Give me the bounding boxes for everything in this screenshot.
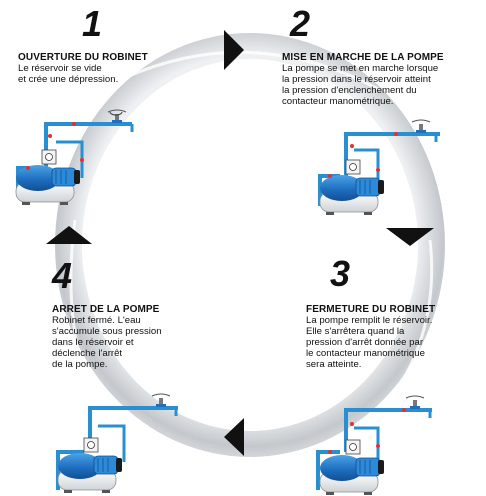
step-4-title: ARRET DE LA POMPE — [52, 304, 160, 315]
step-3-description: La pompe remplit le réservoir. Elle s'ar… — [306, 315, 433, 370]
step-1-title: OUVERTURE DU ROBINET — [18, 52, 148, 63]
installation-3 — [316, 395, 432, 496]
installation-4 — [56, 393, 178, 494]
arrow-down-right-icon — [386, 228, 434, 246]
installation-2 — [318, 119, 440, 216]
step-1-description: Le réservoir se vide et crée une dépress… — [18, 63, 119, 85]
arrow-left-bottom-icon — [224, 418, 244, 456]
arrow-right-top-icon — [224, 30, 244, 70]
step-4-description: Robinet fermé. L'eau s'accumule sous pre… — [52, 315, 162, 370]
step-2-number: 2 — [290, 3, 311, 44]
step-1-text: OUVERTURE DU ROBINET Le réservoir se vid… — [18, 52, 188, 85]
cycle-ring-inner — [82, 59, 418, 431]
step-3-number: 3 — [330, 253, 351, 294]
step-4-number: 4 — [52, 255, 73, 296]
step-2-text: MISE EN MARCHE DE LA POMPE La pompe se m… — [282, 52, 482, 107]
step-4-text: ARRET DE LA POMPE Robinet fermé. L'eau s… — [52, 304, 202, 370]
step-2-description: La pompe se met en marche lorsque la pre… — [282, 63, 439, 107]
step-3-text: FERMETURE DU ROBINET La pompe remplit le… — [306, 304, 484, 370]
installation-1 — [15, 109, 134, 206]
step-3-title: FERMETURE DU ROBINET — [306, 304, 436, 315]
step-1-number: 1 — [82, 3, 103, 44]
arrow-up-left-icon — [46, 226, 92, 244]
step-2-title: MISE EN MARCHE DE LA POMPE — [282, 52, 444, 63]
